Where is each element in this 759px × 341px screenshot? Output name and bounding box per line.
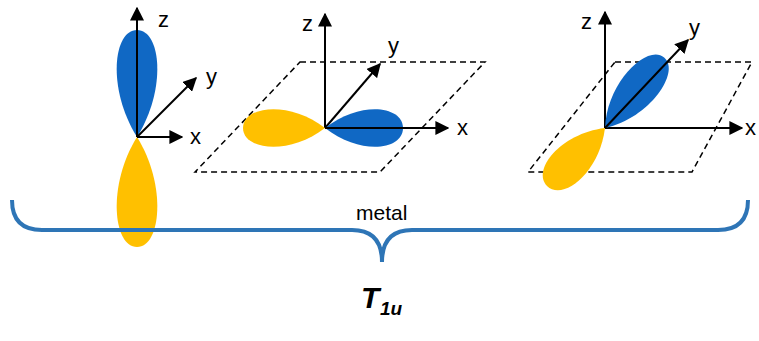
- px-orbital: [195, 14, 485, 172]
- axis-label: y: [689, 17, 700, 39]
- curly-brace: [12, 200, 748, 262]
- group-label: metal: [356, 202, 407, 223]
- axis-label: x: [190, 126, 201, 148]
- axis-label: y: [206, 66, 217, 88]
- axis-label: z: [158, 9, 169, 31]
- symmetry-subscript: 1u: [380, 299, 402, 318]
- axis-label: z: [302, 13, 313, 35]
- pz-orbital: [117, 8, 196, 247]
- py-orbital: [528, 12, 752, 199]
- axis-label: x: [745, 117, 756, 139]
- axis-label: y: [388, 35, 399, 57]
- axis-label: z: [581, 11, 592, 33]
- axis-label: x: [457, 117, 468, 139]
- symmetry-label: T: [361, 283, 379, 313]
